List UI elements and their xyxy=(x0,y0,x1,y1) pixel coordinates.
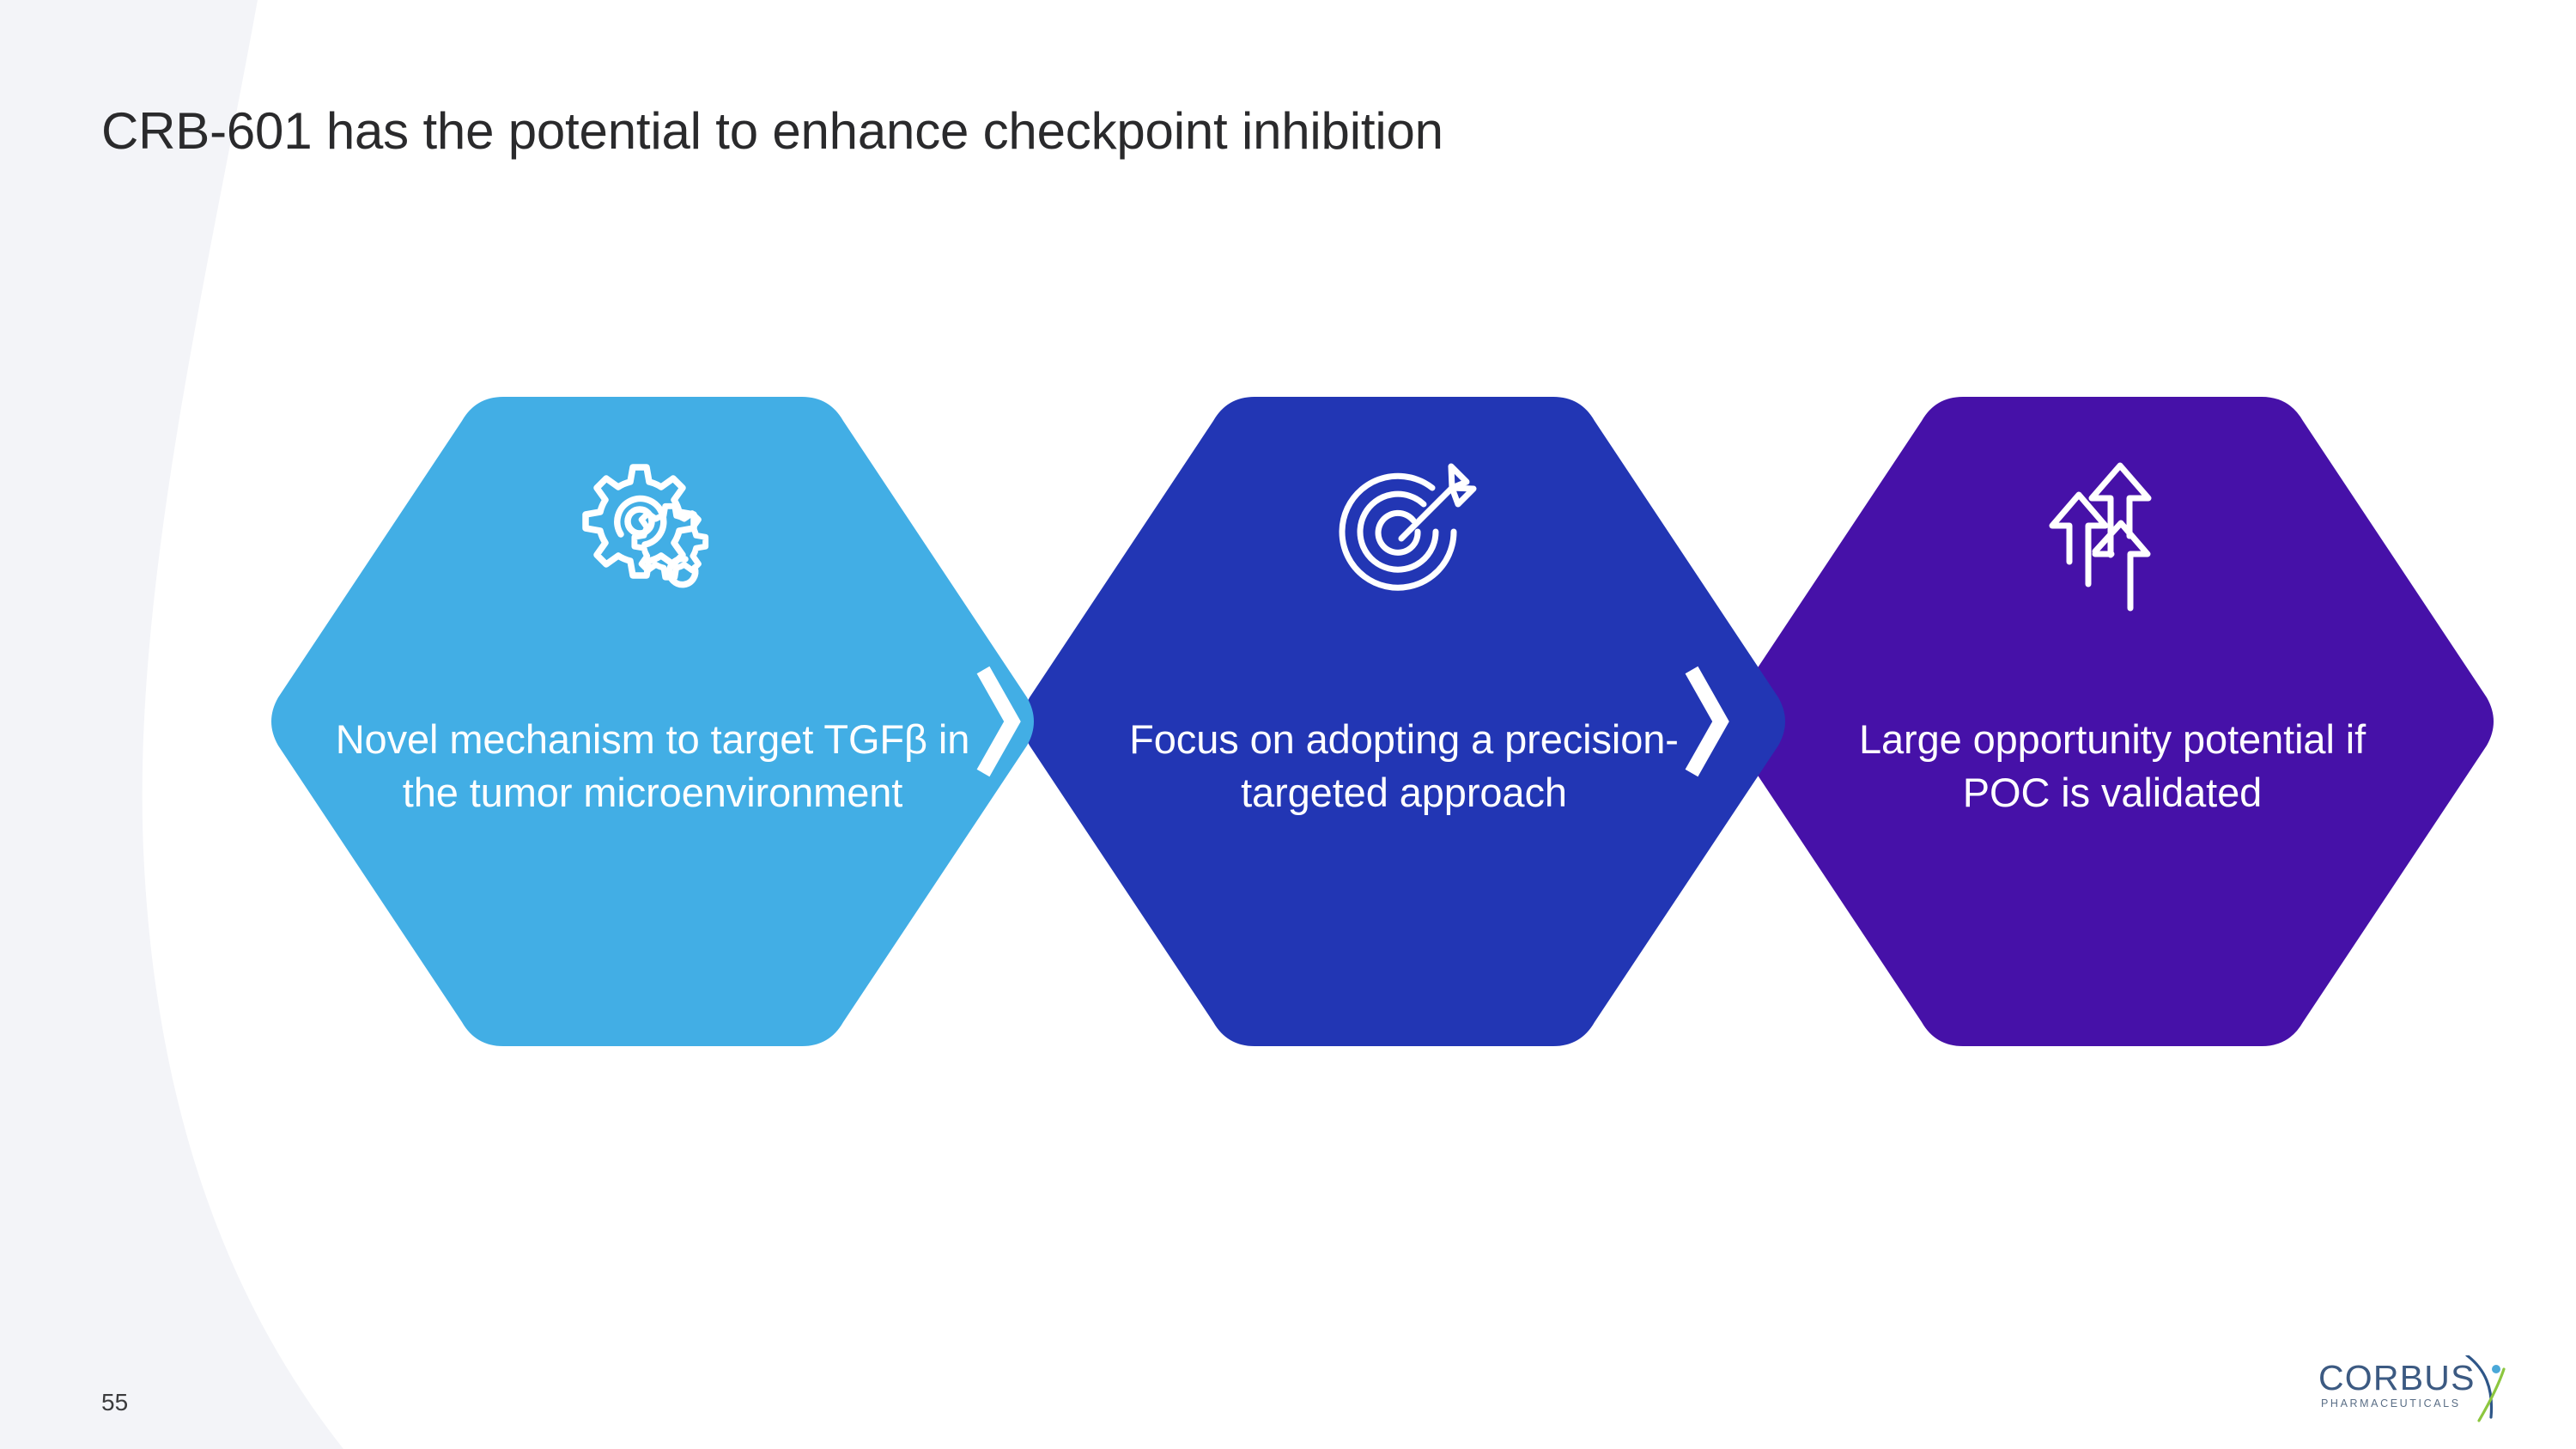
process-step-3[interactable]: Large opportunity potential if POC is va… xyxy=(1717,378,2507,1065)
logo-dot-icon xyxy=(2492,1365,2500,1373)
hexagon-shape-2 xyxy=(1023,397,1785,1046)
hexagon-shape-1 xyxy=(271,397,1034,1046)
process-step-1-label: Novel mechanism to target TGFβ in the tu… xyxy=(335,716,970,816)
page-title: CRB-601 has the potential to enhance che… xyxy=(101,102,1443,160)
up-arrows-icon xyxy=(1717,454,2507,617)
logo-leaf-icon xyxy=(2477,1367,2506,1422)
page-number: 55 xyxy=(101,1389,129,1416)
logo-tagline: PHARMACEUTICALS xyxy=(2321,1397,2461,1409)
hexagon-shape-3 xyxy=(1731,397,2494,1046)
logo-wordmark: CORBUS xyxy=(2318,1358,2476,1397)
process-step-3-label: Large opportunity potential if POC is va… xyxy=(1858,716,2366,816)
gears-icon xyxy=(258,454,1048,617)
corbus-pharmaceuticals-logo: CORBUS PHARMACEUTICALS xyxy=(2317,1355,2509,1428)
target-arrow-icon xyxy=(1009,454,1799,617)
process-flow: Novel mechanism to target TGFβ in the tu… xyxy=(0,378,2576,1082)
process-step-1[interactable]: Novel mechanism to target TGFβ in the tu… xyxy=(258,378,1048,1065)
process-step-2[interactable]: Focus on adopting a precision-targeted a… xyxy=(1009,378,1799,1065)
process-step-2-label: Focus on adopting a precision-targeted a… xyxy=(1129,716,1679,816)
logo-swoosh-icon xyxy=(2465,1355,2494,1419)
